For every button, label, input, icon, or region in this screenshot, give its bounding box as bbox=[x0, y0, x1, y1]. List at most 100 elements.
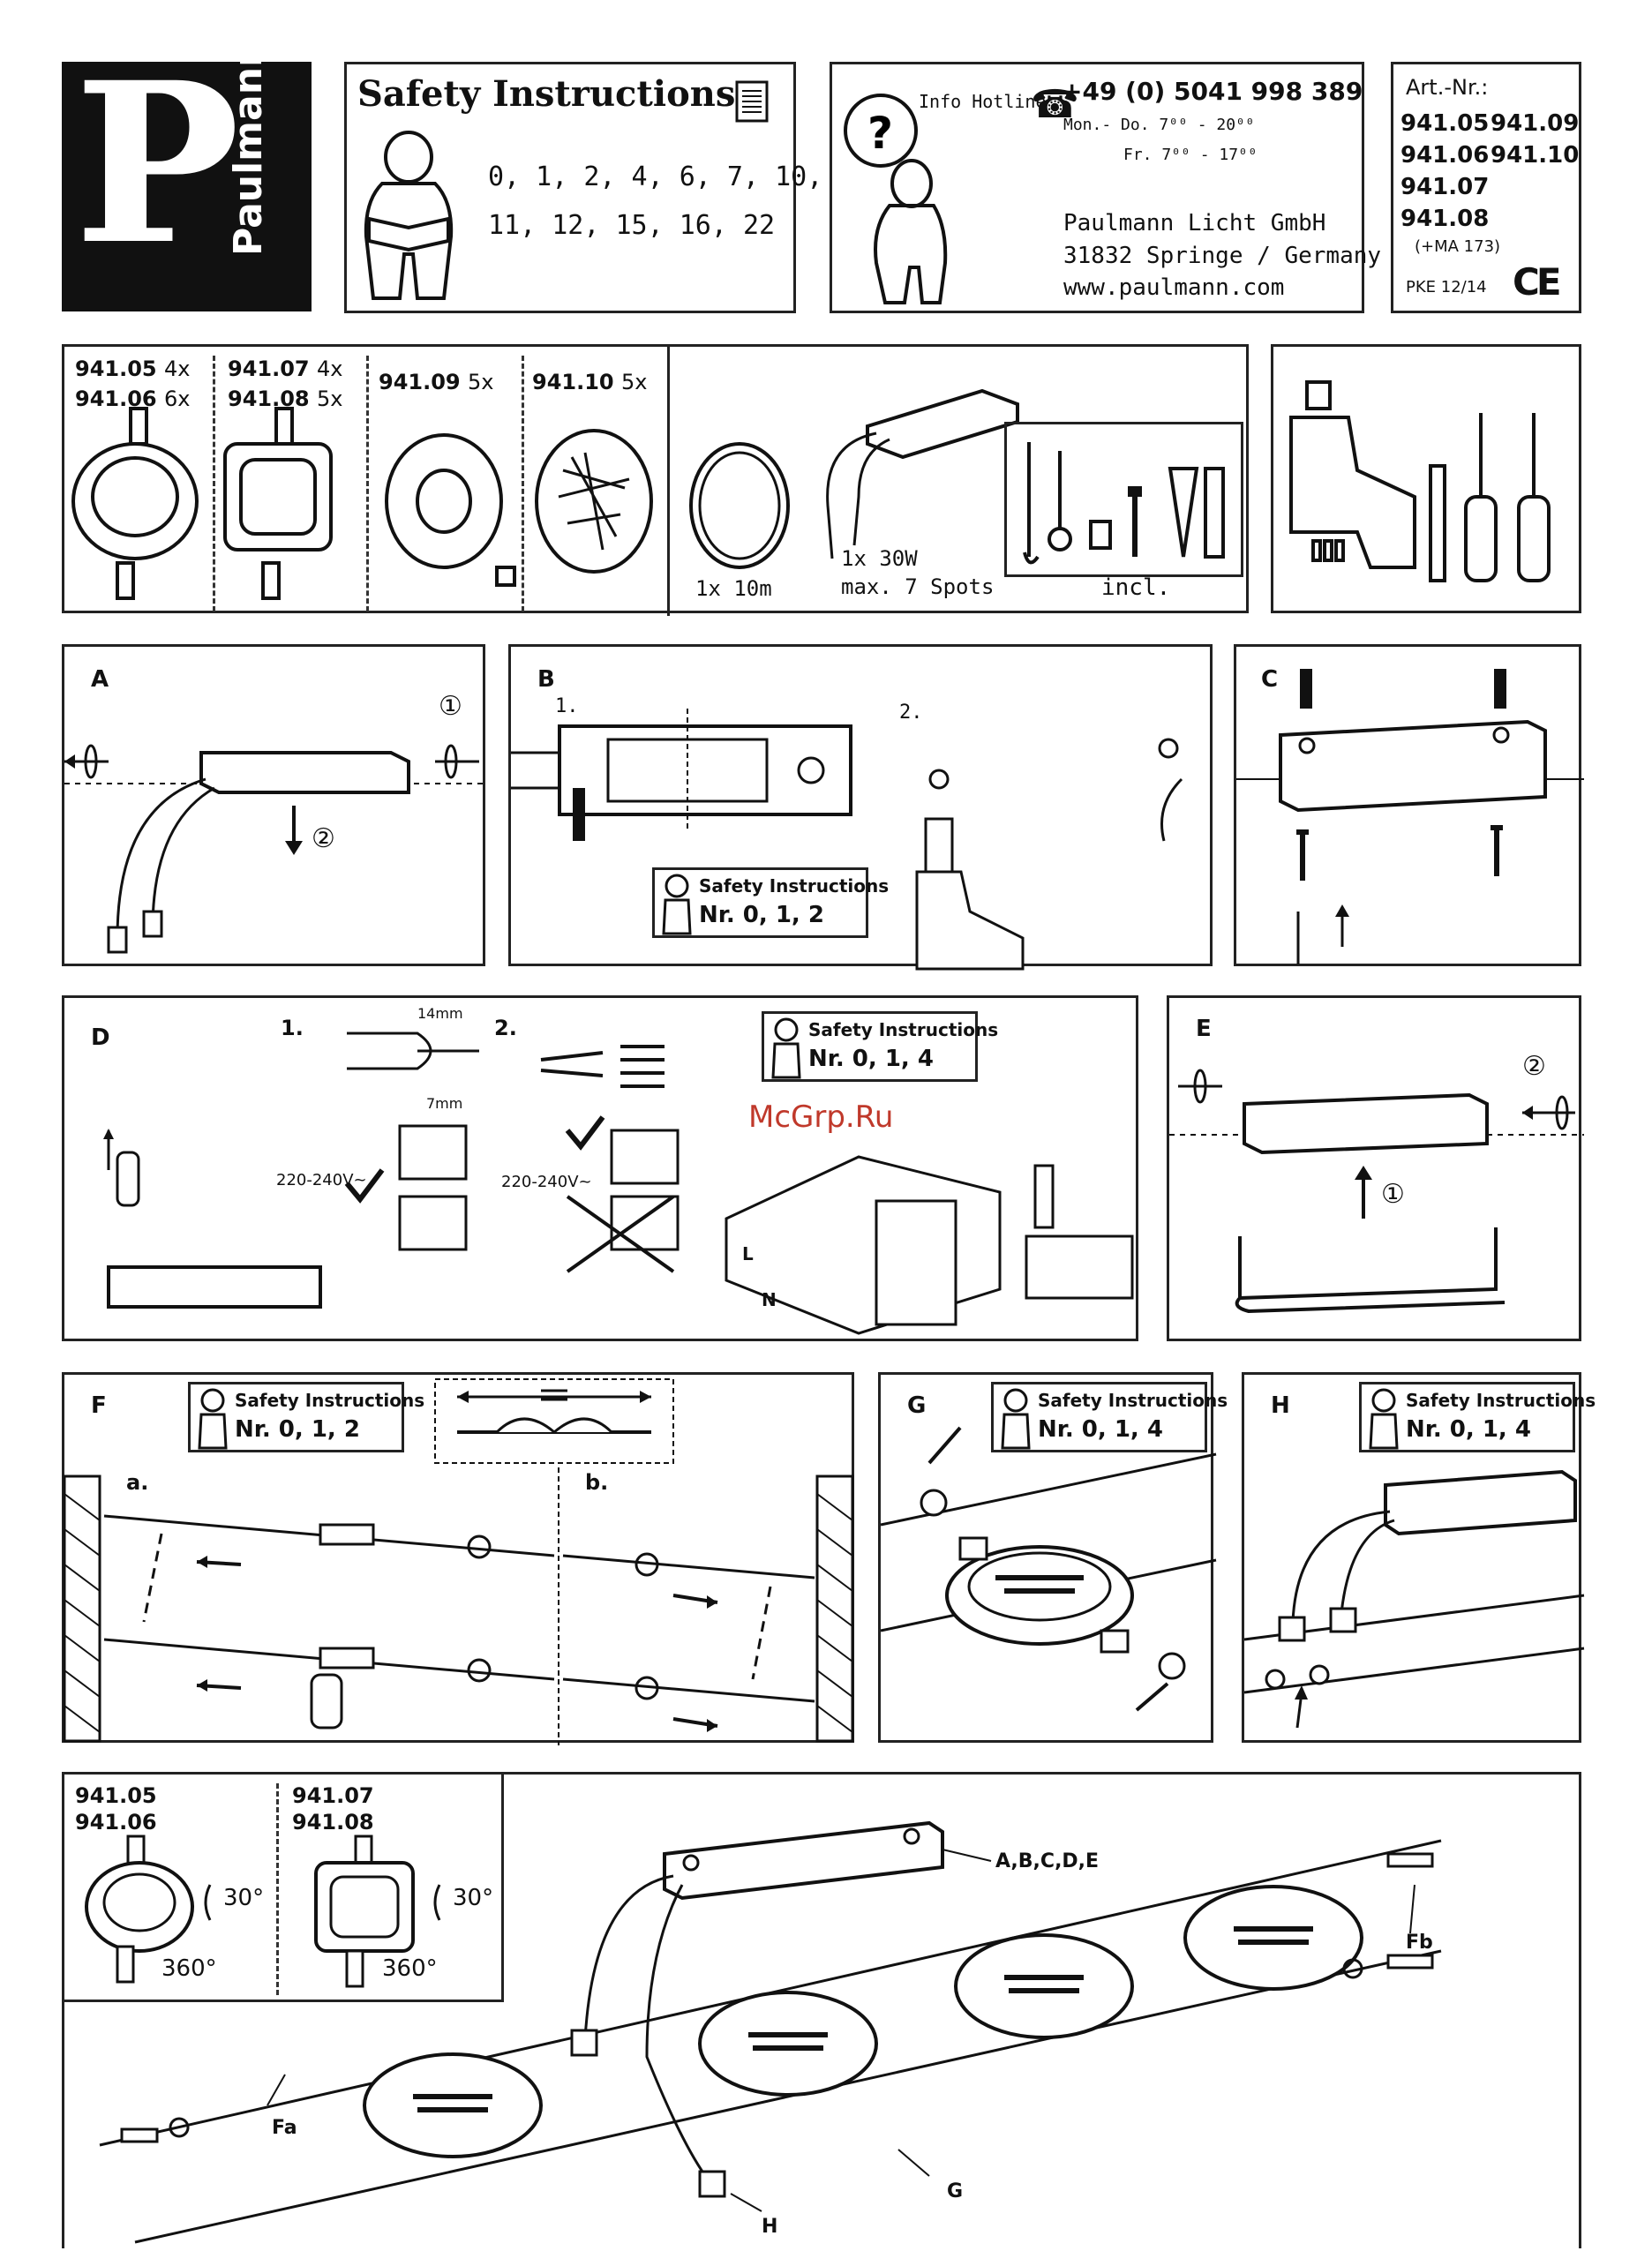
callout-2: ② bbox=[312, 823, 335, 854]
safety-tag-number: Nr. 0, 1, 4 bbox=[808, 1046, 934, 1072]
step-c-panel: C bbox=[1234, 644, 1584, 966]
art-number: 941.05 bbox=[1400, 110, 1490, 137]
company-website[interactable]: www.paulmann.com bbox=[1063, 274, 1285, 301]
question-person-icon: ? bbox=[844, 94, 948, 304]
logo-letter: P bbox=[74, 34, 240, 293]
set-label: 941.10 5x bbox=[532, 370, 647, 394]
round-spot-icon bbox=[71, 407, 199, 600]
rotation-angle: 360° bbox=[161, 1955, 217, 1982]
pke-code: PKE 12/14 bbox=[1406, 278, 1487, 296]
screw-mounting-diagram bbox=[1236, 669, 1584, 964]
company-address: 31832 Springe / Germany bbox=[1063, 243, 1382, 269]
set-number: 941.07 bbox=[228, 356, 310, 381]
hours-friday: Fr. 7⁰⁰ - 17⁰⁰ bbox=[1123, 146, 1258, 164]
set-qty: 6x bbox=[163, 386, 191, 411]
hardware-box bbox=[1004, 422, 1243, 577]
step-f-panel: F a. b. Safety Instructions Nr. 0, 1, 2 bbox=[62, 1372, 854, 1745]
art-number: 941.09 bbox=[1491, 110, 1580, 137]
safety-numbers-line1: 0, 1, 2, 4, 6, 7, 10, bbox=[488, 161, 823, 192]
set-qty: 4x bbox=[163, 356, 191, 381]
step-letter: H bbox=[1271, 1392, 1290, 1419]
transformer-detach-diagram bbox=[64, 744, 488, 954]
drill-icon bbox=[1289, 380, 1416, 569]
watermark: McGrp.Ru bbox=[748, 1099, 894, 1135]
ref-fa: Fa bbox=[272, 2117, 297, 2139]
safety-tag-g: Safety Instructions Nr. 0, 1, 4 bbox=[991, 1382, 1228, 1452]
set-qty: 5x bbox=[620, 370, 648, 394]
safety-tag-number: Nr. 0, 1, 2 bbox=[699, 902, 824, 928]
spot-illustrations bbox=[71, 407, 653, 600]
callout-1: ① bbox=[439, 691, 462, 722]
strip-length-14mm: 14mm bbox=[417, 1005, 463, 1022]
cable-label: 1x 10m bbox=[695, 576, 772, 601]
cover-attach-diagram bbox=[1169, 1069, 1584, 1314]
article-numbers-panel: Art.-Nr.: 941.05 941.09 941.06 941.10 94… bbox=[1391, 62, 1581, 313]
wiring-diagram bbox=[103, 1032, 1134, 1335]
substep-2: 2. bbox=[494, 1016, 517, 1040]
screwdriver-icon bbox=[1464, 413, 1551, 582]
svg-text:?: ? bbox=[867, 108, 893, 159]
square-spot-icon bbox=[223, 407, 333, 600]
hardware-icon bbox=[1023, 442, 1225, 565]
model-label: 941.08 bbox=[292, 1810, 374, 1835]
wire-tension-diagram bbox=[63, 1378, 854, 1745]
ref-h: H bbox=[762, 2216, 778, 2238]
ref-fb: Fb bbox=[1406, 1932, 1433, 1954]
set-qty: 5x bbox=[316, 386, 343, 411]
safety-tag-number: Nr. 0, 1, 2 bbox=[235, 1416, 360, 1443]
safety-numbers-line2: 11, 12, 15, 16, 22 bbox=[488, 210, 776, 241]
cable-connection-diagram bbox=[1243, 1469, 1585, 1729]
strip-length-7mm: 7mm bbox=[426, 1095, 463, 1112]
hours-weekdays: Mon.- Do. 7⁰⁰ - 20⁰⁰ bbox=[1063, 116, 1255, 134]
voltage-label-2: 220-240V~ bbox=[501, 1173, 592, 1191]
reading-person-icon bbox=[364, 131, 454, 300]
installed-system-diagram bbox=[99, 1820, 1442, 2244]
art-number: 941.10 bbox=[1491, 142, 1580, 169]
drill-icon bbox=[915, 817, 1025, 971]
safety-tag-b: Safety Instructions Nr. 0, 1, 2 bbox=[652, 867, 889, 938]
safety-title: Safety Instructions bbox=[357, 73, 736, 115]
paulmann-logo: P Paulmann bbox=[62, 40, 312, 311]
tilt-angle: 30° bbox=[453, 1885, 494, 1911]
step-letter: A bbox=[91, 666, 109, 693]
safety-person-icon bbox=[1369, 1388, 1399, 1450]
transformer-label-1: 1x 30W bbox=[841, 546, 918, 571]
spot-clamp-diagram bbox=[880, 1426, 1217, 1712]
tools-icon bbox=[1289, 380, 1551, 582]
step-a-panel: A ① ② bbox=[62, 644, 488, 966]
phone-icon: ☎ bbox=[1031, 82, 1079, 127]
set-number: 941.05 bbox=[75, 356, 157, 381]
set-number: 941.10 bbox=[532, 370, 614, 394]
step-letter: D bbox=[91, 1024, 110, 1051]
document-icon bbox=[735, 80, 769, 123]
hotline-number: +49 (0) 5041 998 389 bbox=[1062, 77, 1363, 106]
set-number: 941.08 bbox=[228, 386, 310, 411]
set-label: 941.07 4x 941.08 5x bbox=[228, 354, 342, 414]
model-label: 941.06 bbox=[75, 1810, 157, 1835]
model-label: 941.07 bbox=[292, 1783, 374, 1808]
spot-adjust-icons bbox=[85, 1835, 441, 1988]
logo-word: Paulmann bbox=[226, 39, 271, 256]
decor-spot-icon bbox=[535, 429, 653, 574]
company-name: Paulmann Licht GmbH bbox=[1063, 210, 1326, 236]
ce-mark: CE bbox=[1513, 260, 1561, 304]
voltage-label-1: 220-240V~ bbox=[276, 1171, 367, 1189]
model-label: 941.05 bbox=[75, 1783, 157, 1808]
safety-tag-h: Safety Instructions Nr. 0, 1, 4 bbox=[1359, 1382, 1596, 1452]
art-number: 941.08 bbox=[1400, 206, 1490, 232]
transformer-label-2: max. 7 Spots bbox=[841, 574, 995, 599]
ma-note: (+MA 173) bbox=[1415, 237, 1501, 256]
step-d-panel: D 1. 2. 14mm 7mm 220-240V~ 220-240V~ L N… bbox=[62, 995, 1138, 1341]
step-letter: E bbox=[1196, 1016, 1212, 1042]
step-letter: G bbox=[907, 1392, 927, 1419]
set-qty: 4x bbox=[316, 356, 343, 381]
safety-tag-title: Safety Instructions bbox=[699, 875, 890, 897]
substep-1: 1. bbox=[281, 1016, 304, 1040]
live-wire-label: L bbox=[742, 1243, 754, 1264]
safety-instructions-panel: Safety Instructions 0, 1, 2, 4, 6, 7, 10… bbox=[344, 62, 822, 313]
set-number: 941.09 bbox=[379, 370, 461, 394]
hotline-panel: ? Info Hotline ☎ +49 (0) 5041 998 389 Mo… bbox=[830, 62, 1381, 313]
safety-tag-title: Safety Instructions bbox=[808, 1019, 999, 1040]
rotation-angle: 360° bbox=[382, 1955, 438, 1982]
substep-1: 1. bbox=[555, 695, 579, 717]
